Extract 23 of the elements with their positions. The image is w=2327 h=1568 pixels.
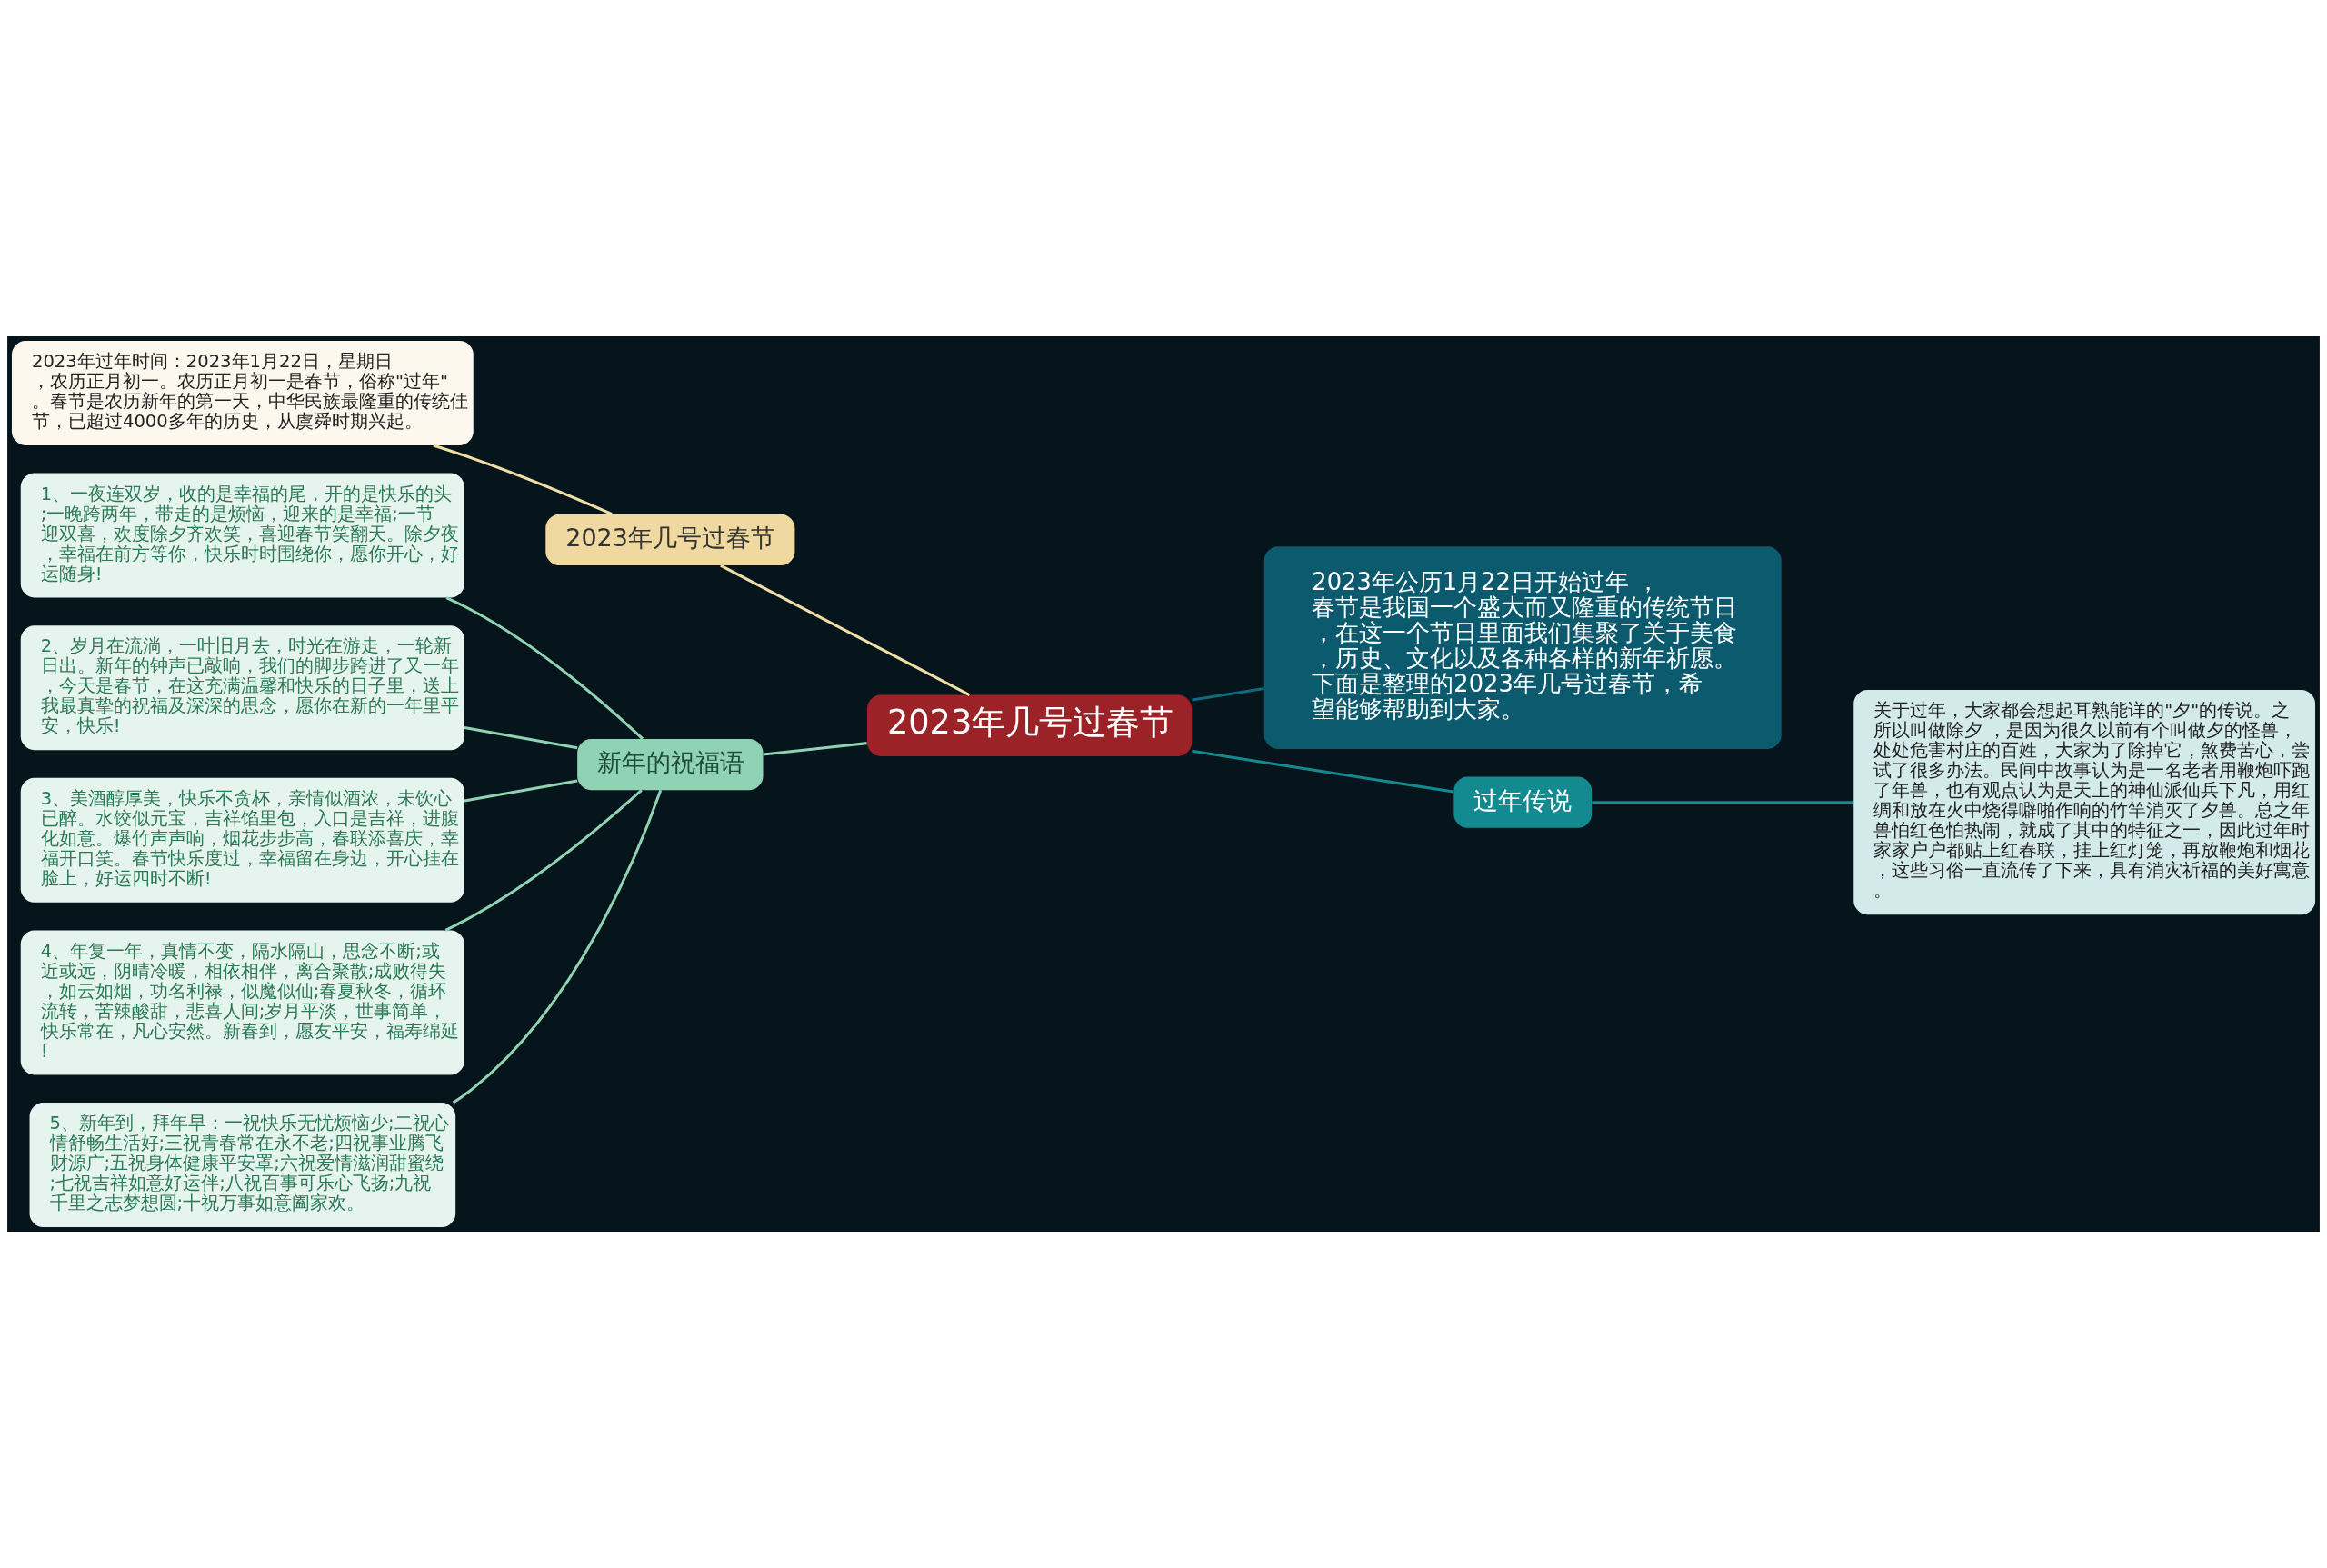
node-box: 关于过年，大家都会想起耳熟能详的"夕"的传说。之所以叫做除夕 ，是因为很久以前有个叫做夕的怪兽，处处危害村庄的百姓，大家为了除掉它，煞费苦心，尝试了很多办法。民间中故事认为是一名老者用鞭炮吓跑了年兽，也有观点认为是天上的神仙派仙兵下凡，用红绸和放在火中烧得噼啪作响的竹竿消灭了夕兽。总之年兽怕红色怕热闹，就成了其中的特征之一，因此过年时家家户户都贴上红春联，挂上红灯笼，再放鞭炮和烟花，这些习俗一直流传了下来，具有消灾祈福的美好寓意。 <box>1853 690 2316 915</box>
connector <box>464 725 578 750</box>
node-box: 2023年几号过春节 <box>866 694 1193 756</box>
connector <box>763 742 867 756</box>
connector <box>1192 687 1264 702</box>
node-box: 5、新年到，拜年早：一祝快乐无忧烦恼少;二祝心情舒畅生活好;三祝青春常在永不老;四祝事业腾飞财源广;五祝身体健康平安罩;六祝爱情滋润甜蜜绕;七祝吉祥如意好运伴;八祝百事可乐心飞扬;九祝千里之志梦想圆;十祝万事如意阖家欢。 <box>29 1103 456 1228</box>
node-box: 过年传说 <box>1453 776 1593 828</box>
connector <box>445 596 644 740</box>
node-box: 2023年过年时间：2023年1月22日，星期日，农历正月初一。农历正月初一是春节，俗称"过年"。春节是农历新年的第一天，中华民族最隆重的传统佳节，已超过4000多年的历史，从虞舜时期兴起。 <box>11 340 474 445</box>
connector <box>433 444 613 515</box>
connector <box>1592 801 1853 804</box>
connector <box>1192 749 1454 794</box>
connector <box>464 779 578 803</box>
node-box: 1、一夜连双岁，收的是幸福的尾，开的是快乐的头;一晚跨两年，带走的是烦恼，迎来的是幸福;一节迎双喜，欢度除夕齐欢笑，喜迎春节笑翻天。除夕夜，幸福在前方等你，快乐时时围绕你，愿你开心，好运随身! <box>20 473 464 598</box>
node-box: 2023年公历1月22日开始过年 ，春节是我国一个盛大而又隆重的传统节日，在这一个节日里面我们集聚了关于美食，历史、文化以及各种各样的新年祈愿。下面是整理的2023年几号过春节，希望能够帮助到大家。 <box>1263 546 1782 749</box>
node-box: 2023年几号过春节 <box>545 514 795 566</box>
connector <box>452 789 663 1104</box>
node-box: 2、岁月在流淌，一叶旧月去，时光在游走，一轮新日出。新年的钟声已敲响，我们的脚步跨进了又一年，今天是春节，在这充满温馨和快乐的日子里，送上我最真挚的祝福及深深的思念，愿你在新的一年里平安，快乐! <box>20 625 464 751</box>
node-box: 新年的祝福语 <box>577 738 764 791</box>
node-box: 3、美酒醇厚美，快乐不贪杯，亲情似酒浓，未饮心已醉。水饺似元宝，吉祥馅里包，入口是吉祥，进腹化如意。爆竹声声响，烟花步步高，春联添喜庆，幸福开口笑。春节快乐度过，幸福留在身边，开心挂在脸上，好运四时不断! <box>20 777 464 903</box>
connector <box>444 789 643 932</box>
node-box: 4、年复一年，真情不变，隔水隔山，思念不断;或近或远，阴晴冷暖，相依相伴，离合聚散;成败得失，如云如烟，功名利禄，似魔似仙;春夏秋冬，循环流转，苦辣酸甜，悲喜人间;岁月平淡，世事简单，快乐常在，凡心安然。新春到，愿友平安，福寿绵延! <box>20 930 464 1075</box>
connector <box>720 564 971 696</box>
